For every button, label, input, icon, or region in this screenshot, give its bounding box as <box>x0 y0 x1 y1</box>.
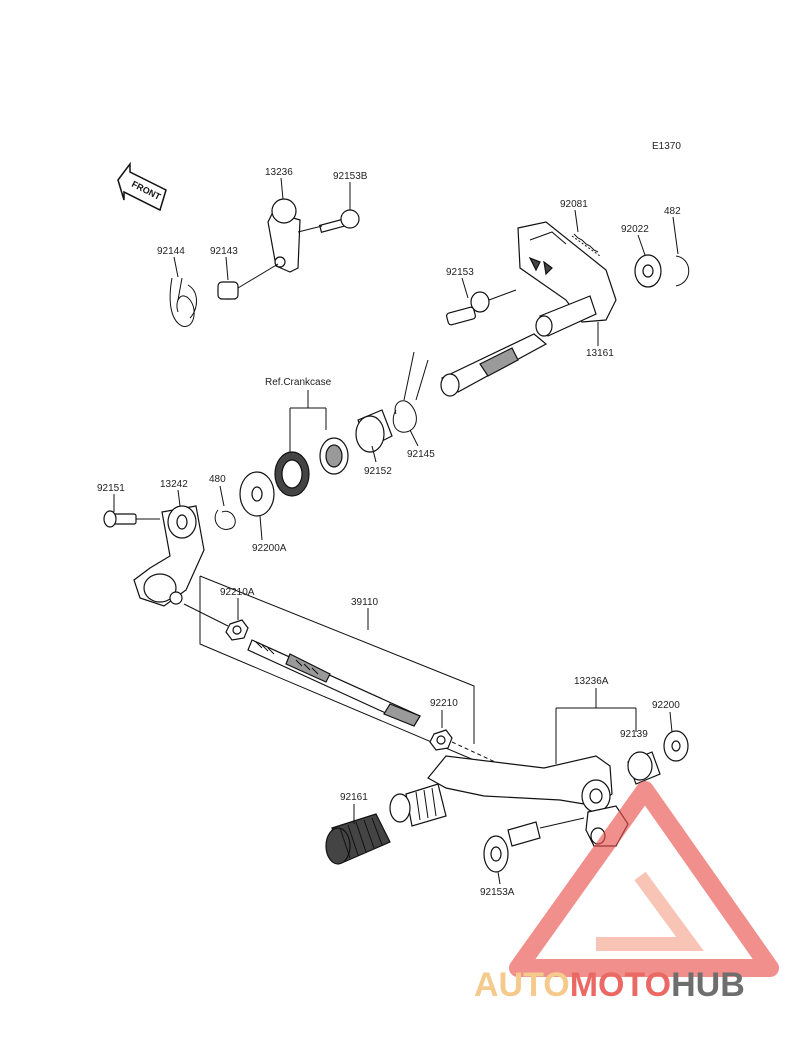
label-13161: 13161 <box>586 348 614 359</box>
label-92143: 92143 <box>210 246 238 257</box>
label-13236: 13236 <box>265 167 293 178</box>
label-13236A: 13236A <box>574 676 609 687</box>
tie-rod-39110 <box>247 639 421 727</box>
washer-92200A <box>239 471 275 517</box>
label-13242: 13242 <box>160 479 188 490</box>
automotohub-logo: AUTOMOTOHUB <box>474 781 779 1004</box>
bolt-92153A <box>483 821 541 873</box>
label-92200A: 92200A <box>252 543 287 554</box>
label-482: 482 <box>664 206 681 217</box>
label-92161: 92161 <box>340 792 368 803</box>
label-92022: 92022 <box>621 224 649 235</box>
oil-seal <box>274 451 310 497</box>
spring-92081 <box>571 233 601 257</box>
collar-92152 <box>355 409 393 453</box>
label-480: 480 <box>209 474 226 485</box>
label-92210A: 92210A <box>220 587 255 598</box>
needle-bearing <box>319 437 349 475</box>
collar-92143 <box>217 281 239 300</box>
label-92145: 92145 <box>407 449 435 460</box>
shift-shaft-13161 <box>440 295 597 397</box>
label-92139: 92139 <box>620 729 648 740</box>
bolt-92153 <box>445 291 490 326</box>
shift-arm-13242 <box>133 505 205 607</box>
label-92144: 92144 <box>157 246 185 257</box>
logo-text-part-auto: AUTO <box>474 966 570 1004</box>
logo-text-part-moto: MOTO <box>570 966 671 1004</box>
label-92210: 92210 <box>430 698 458 709</box>
torsion-spring-92144 <box>169 277 197 327</box>
return-spring-92145 <box>392 351 429 433</box>
label-39110: 39110 <box>351 597 379 608</box>
circlip-480 <box>214 509 236 530</box>
label-92151: 92151 <box>97 483 125 494</box>
shift-shaft-plate <box>517 221 617 323</box>
label-92153A: 92153A <box>480 887 515 898</box>
diagram-code: E1370 <box>652 141 681 152</box>
collar-92139 <box>627 751 661 785</box>
circlip-482 <box>675 255 690 287</box>
bolt-92153B <box>318 209 360 233</box>
nut-92210A <box>225 619 249 641</box>
logo-text-auto: AUTOMOTOHUB <box>474 966 745 1004</box>
ref-crankcase-label: Ref.Crankcase <box>265 377 332 388</box>
nut-92210 <box>429 729 453 751</box>
shift-lever-arm-13236 <box>267 198 301 273</box>
label-92081: 92081 <box>560 199 588 210</box>
label-92152: 92152 <box>364 466 392 477</box>
front-arrow-icon: FRONT <box>117 161 167 212</box>
label-92153B: 92153B <box>333 171 368 182</box>
label-92200: 92200 <box>652 700 680 711</box>
bolt-92151 <box>103 510 137 528</box>
label-92153: 92153 <box>446 267 474 278</box>
logo-text-part-hub: HUB <box>671 966 745 1004</box>
pedal-rubber-92161 <box>325 813 391 865</box>
